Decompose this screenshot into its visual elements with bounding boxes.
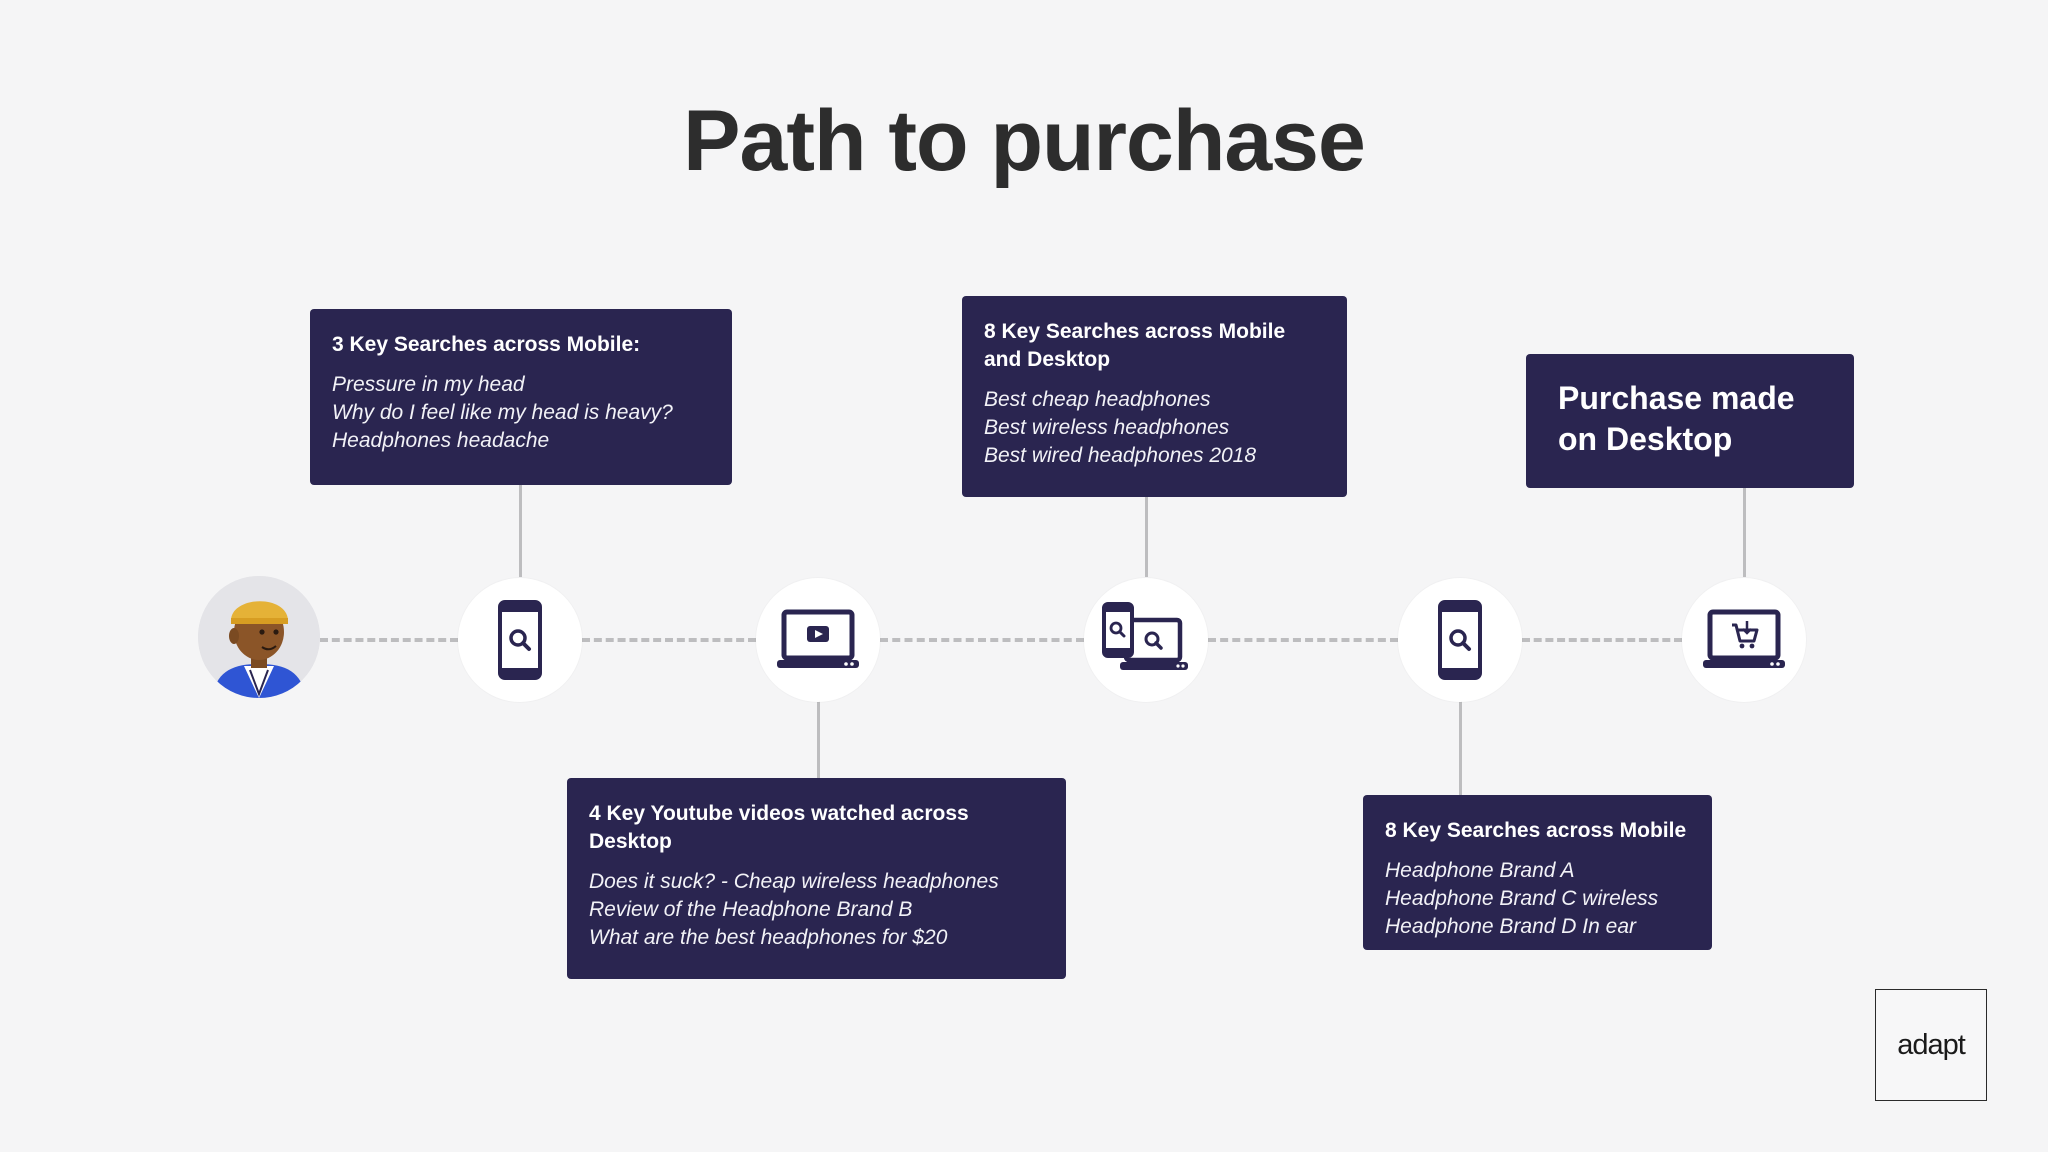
connector-line	[1459, 700, 1462, 796]
laptop-video-icon	[777, 609, 859, 668]
step-3-item: Best wired headphones 2018	[984, 444, 1257, 467]
adapt-logo: adapt	[1875, 989, 1987, 1101]
step-2-item: Review of the Headphone Brand B	[589, 898, 913, 921]
step-5-node	[1682, 578, 1806, 702]
timeline-dash	[1522, 638, 1682, 642]
step-3-heading: 8 Key Searches across Mobile and Desktop	[984, 320, 1286, 371]
step-1-item: Why do I feel like my head is heavy?	[332, 401, 673, 424]
step-5-heading: Purchase made on Desktop	[1558, 380, 1795, 457]
step-3-item: Best cheap headphones	[984, 388, 1211, 411]
step-4-item: Headphone Brand A	[1385, 859, 1575, 882]
step-4-heading: 8 Key Searches across Mobile	[1385, 819, 1687, 842]
step-4-box: 8 Key Searches across Mobile Headphone B…	[1363, 795, 1712, 950]
mobile-search-icon	[498, 600, 542, 680]
connector-line	[1145, 497, 1148, 577]
timeline-dash	[582, 638, 756, 642]
connector-line	[1743, 488, 1746, 577]
step-3-node	[1084, 578, 1208, 702]
step-1-heading: 3 Key Searches across Mobile:	[332, 333, 641, 356]
mobile-search-icon	[1438, 600, 1482, 680]
laptop-cart-icon	[1703, 609, 1785, 668]
step-3-box: 8 Key Searches across Mobile and Desktop…	[962, 296, 1347, 497]
timeline-dash	[320, 638, 458, 642]
person-icon	[198, 576, 320, 698]
connector-line	[519, 485, 522, 577]
page-title: Path to purchase	[683, 93, 1366, 189]
step-2-heading: 4 Key Youtube videos watched across Desk…	[589, 802, 969, 853]
connector-line	[817, 700, 820, 778]
step-4-node	[1398, 578, 1522, 702]
step-1-node	[458, 578, 582, 702]
step-1-item: Headphones headache	[332, 429, 550, 452]
timeline-dash	[880, 638, 1084, 642]
step-2-node	[756, 578, 880, 702]
timeline-dash	[1208, 638, 1398, 642]
step-1-item: Pressure in my head	[332, 373, 525, 396]
step-4-item: Headphone Brand C wireless	[1385, 887, 1659, 910]
user-avatar	[198, 576, 320, 698]
mobile-desktop-search-icon	[1102, 602, 1188, 670]
step-3-item: Best wireless headphones	[984, 416, 1230, 439]
step-4-item: Headphone Brand D In ear	[1385, 915, 1637, 938]
step-2-item: What are the best headphones for $20	[589, 926, 948, 949]
step-5-box: Purchase made on Desktop	[1526, 354, 1854, 488]
logo-text: adapt	[1897, 1028, 1966, 1061]
step-2-item: Does it suck? - Cheap wireless headphone…	[589, 870, 999, 893]
step-2-box: 4 Key Youtube videos watched across Desk…	[567, 778, 1066, 979]
step-1-box: 3 Key Searches across Mobile: Pressure i…	[310, 309, 732, 485]
